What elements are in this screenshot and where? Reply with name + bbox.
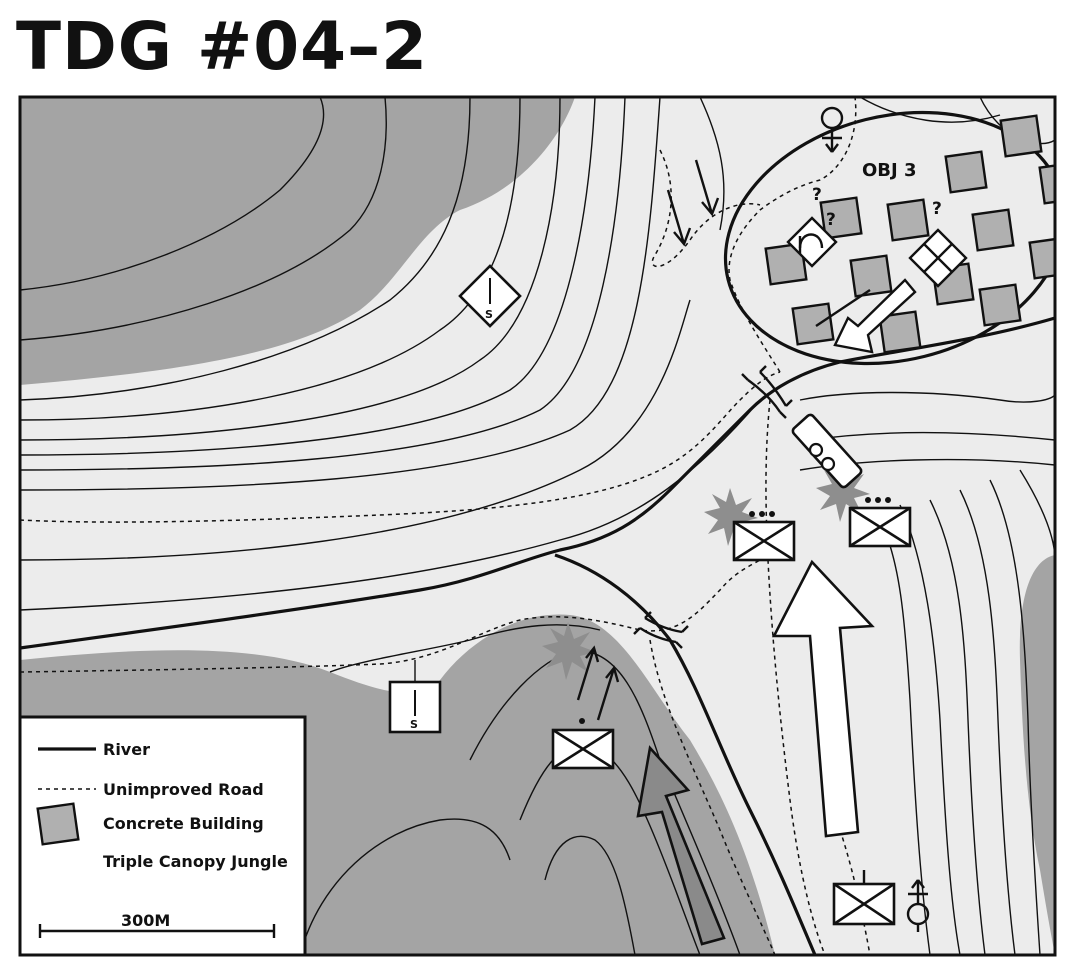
bridge-icon-north xyxy=(741,365,793,419)
objective-label: OBJ 3 xyxy=(862,160,917,181)
svg-text:S: S xyxy=(410,718,418,731)
concrete-building-icon xyxy=(849,254,893,298)
contact-burst-icon xyxy=(542,622,596,680)
concrete-building-icon xyxy=(1028,236,1055,280)
legend-building-swatch xyxy=(36,802,80,846)
unknown-mark: ? xyxy=(932,199,942,219)
jungle-area-northwest xyxy=(20,97,575,385)
bridge-icon-south xyxy=(633,611,689,649)
scale-bar xyxy=(38,924,276,938)
armor-unit-icon xyxy=(791,413,863,489)
movement-arrow-north-b xyxy=(694,159,720,217)
movement-arrow-small-b xyxy=(596,665,620,721)
jungle-area-east xyxy=(1019,555,1055,955)
movement-arrow-small-a xyxy=(576,645,600,701)
concrete-building-icon xyxy=(944,150,988,194)
enemy-recon-diamond-icon xyxy=(786,216,838,268)
concrete-building-icon xyxy=(999,114,1043,158)
svg-text:S: S xyxy=(485,308,493,321)
infantry-unit-icon-southwest xyxy=(551,728,615,770)
scale-label: 300M xyxy=(121,911,170,930)
concrete-building-icon xyxy=(886,198,930,242)
movement-arrow-north-a xyxy=(666,189,692,247)
map-frame xyxy=(18,95,1057,957)
infantry-unit-icon-center xyxy=(732,520,796,562)
concrete-building-icon xyxy=(819,196,863,240)
concrete-building-icon xyxy=(971,208,1015,252)
legend-jungle-label: Triple Canopy Jungle xyxy=(103,852,288,871)
objective-arrow-stem xyxy=(815,289,871,327)
infantry-unit-icon-southeast xyxy=(832,882,896,926)
legend-road-label: Unimproved Road xyxy=(103,780,264,799)
objective-attack-arrow-icon xyxy=(833,278,917,354)
commander-icon-south xyxy=(906,879,930,932)
road-southwest xyxy=(20,559,761,673)
road-northwest-spur xyxy=(651,149,761,268)
supply-point-square-icon: S xyxy=(388,660,442,734)
unknown-mark: ? xyxy=(812,185,822,205)
road-south-spur xyxy=(649,639,776,955)
legend-river-label: River xyxy=(103,740,150,759)
concrete-building-icon xyxy=(1038,161,1055,205)
concrete-building-icon xyxy=(978,283,1022,327)
road-east-lower xyxy=(839,829,871,955)
supply-point-diamond-icon: S xyxy=(458,264,522,328)
road-north xyxy=(728,97,857,373)
legend-building-label: Concrete Building xyxy=(103,814,264,833)
commander-icon-north xyxy=(820,106,844,153)
concrete-building-icon xyxy=(764,242,808,286)
road-west xyxy=(20,371,781,523)
infantry-unit-icon-east xyxy=(848,506,912,548)
legend: River Unimproved Road Concrete Building … xyxy=(18,715,307,957)
enemy-infantry-diamond-icon xyxy=(908,228,968,288)
attack-arrow-icon-southwest xyxy=(636,745,726,946)
river-branch-line xyxy=(554,553,817,955)
concrete-building-icon xyxy=(791,302,835,346)
objective-area-outline xyxy=(723,110,1055,366)
road-south-center xyxy=(765,399,826,955)
attack-arrow-icon-east xyxy=(771,559,875,838)
concrete-building-icon xyxy=(878,310,922,354)
unknown-mark: ? xyxy=(826,210,836,230)
page-title: TDG #04–2 xyxy=(16,8,429,85)
